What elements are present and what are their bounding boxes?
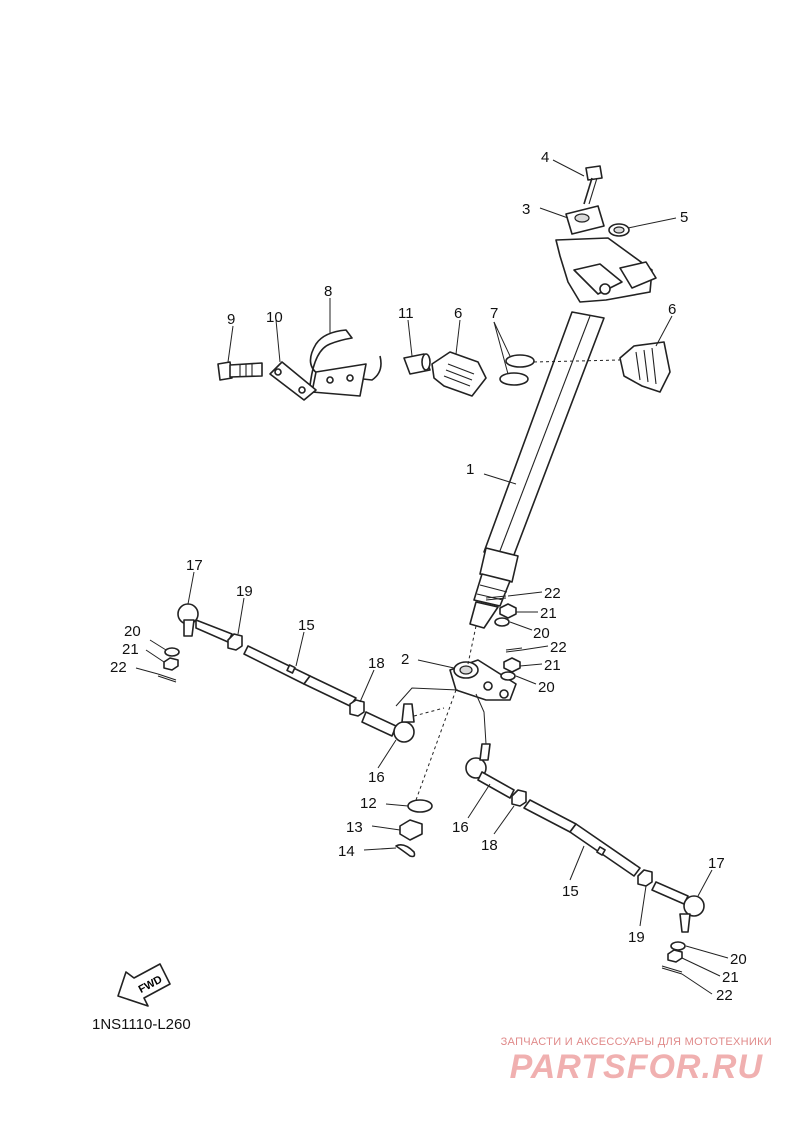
watermark-tagline: ЗАПЧАСТИ И АКСЕССУАРЫ ДЛЯ МОТОТЕХНИКИ bbox=[500, 1036, 772, 1048]
cotter-pin-lower bbox=[395, 844, 416, 858]
callout-17-left: 17 bbox=[186, 557, 203, 574]
diagram-code: 1NS1110-L260 bbox=[92, 1016, 191, 1033]
locknut-left-outer bbox=[227, 633, 243, 651]
callout-7: 7 bbox=[490, 305, 498, 322]
assembly-line-nut bbox=[415, 689, 457, 801]
cotter-pin-right-outer bbox=[661, 965, 683, 975]
washer-left-outer bbox=[164, 647, 180, 657]
nut-left-outer bbox=[163, 657, 179, 671]
callout-16-left: 16 bbox=[368, 769, 385, 786]
washer-upper-1 bbox=[494, 617, 510, 627]
callout-18-right: 18 bbox=[481, 837, 498, 854]
callout-21-left: 21 bbox=[122, 641, 139, 658]
fwd-arrow-icon: FWD bbox=[117, 963, 171, 1007]
callout-21-upper: 21 bbox=[540, 605, 557, 622]
callout-6-right: 6 bbox=[668, 301, 676, 318]
callout-21-middle: 21 bbox=[544, 657, 561, 674]
callout-22-right: 22 bbox=[716, 987, 733, 1004]
callout-17-right: 17 bbox=[708, 855, 725, 872]
assembly-line-left-end bbox=[413, 707, 445, 717]
callout-20-middle: 20 bbox=[538, 679, 555, 696]
locknut-left-inner bbox=[349, 699, 365, 717]
callout-labels: 1 2 3 4 5 6 6 7 8 9 10 11 12 13 14 15 15… bbox=[110, 149, 747, 1004]
washer-right-outer bbox=[670, 941, 686, 951]
washer-lower bbox=[407, 799, 433, 813]
holder-bolt bbox=[217, 361, 263, 381]
callout-19-left: 19 bbox=[236, 583, 253, 600]
leader-lines bbox=[135, 159, 729, 995]
spring-clip bbox=[309, 329, 382, 397]
tie-rod-left bbox=[243, 645, 357, 707]
callout-9: 9 bbox=[227, 311, 235, 328]
upper-clamp bbox=[565, 205, 605, 235]
nut-upper-2 bbox=[503, 657, 521, 673]
callout-12: 12 bbox=[360, 795, 377, 812]
clamp-bolt bbox=[583, 165, 603, 205]
callout-20-left: 20 bbox=[124, 623, 141, 640]
link-line-right bbox=[475, 693, 487, 745]
link-line-left bbox=[395, 687, 459, 707]
callout-22-middle: 22 bbox=[550, 639, 567, 656]
callout-2: 2 bbox=[401, 651, 409, 668]
watermark: ЗАПЧАСТИ И АКСЕССУАРЫ ДЛЯ МОТОТЕХНИКИ PA… bbox=[501, 1036, 772, 1087]
tie-rod-right bbox=[523, 799, 641, 877]
callout-3: 3 bbox=[522, 201, 530, 218]
callout-13: 13 bbox=[346, 819, 363, 836]
callout-11: 11 bbox=[398, 305, 414, 322]
callout-21-right: 21 bbox=[722, 969, 739, 986]
callout-5: 5 bbox=[680, 209, 688, 226]
nut-lower bbox=[399, 819, 423, 841]
pitman-arm bbox=[449, 659, 517, 701]
holder-right bbox=[619, 341, 671, 393]
collar bbox=[403, 353, 431, 375]
locknut-right-inner bbox=[511, 789, 527, 807]
plate bbox=[269, 361, 317, 401]
tie-rod-end-left-outer bbox=[177, 603, 233, 643]
callout-10: 10 bbox=[266, 309, 283, 326]
callout-22-left: 22 bbox=[110, 659, 127, 676]
callout-20-right: 20 bbox=[730, 951, 747, 968]
tie-rod-end-right-inner bbox=[465, 743, 515, 799]
bolt-collar bbox=[608, 223, 630, 237]
tie-rod-end-right-outer bbox=[651, 881, 705, 933]
callout-14: 14 bbox=[338, 843, 355, 860]
callout-18-left: 18 bbox=[368, 655, 385, 672]
callout-4: 4 bbox=[541, 149, 549, 166]
bushings bbox=[499, 354, 535, 386]
locknut-right-outer bbox=[637, 869, 653, 887]
nut-upper-1 bbox=[499, 603, 517, 619]
callout-22-upper: 22 bbox=[544, 585, 561, 602]
callout-15-left: 15 bbox=[298, 617, 315, 634]
tie-rod-end-left-inner bbox=[361, 703, 415, 743]
callout-6-left: 6 bbox=[454, 305, 462, 322]
watermark-logo: PARTSFOR.RU bbox=[509, 1048, 764, 1086]
callout-20-upper: 20 bbox=[533, 625, 550, 642]
washer-upper-2 bbox=[500, 671, 516, 681]
callout-16-right: 16 bbox=[452, 819, 469, 836]
callout-1: 1 bbox=[466, 461, 474, 478]
steering-column bbox=[469, 237, 657, 629]
nut-right-outer bbox=[667, 949, 683, 963]
cotter-pin-upper-1 bbox=[485, 595, 507, 601]
callout-15-right: 15 bbox=[562, 883, 579, 900]
callout-8: 8 bbox=[324, 283, 332, 300]
assembly-line-holder bbox=[533, 359, 621, 363]
cotter-pin-upper-2 bbox=[505, 647, 523, 653]
assembly-line-column bbox=[467, 625, 477, 665]
cotter-pin-left-outer bbox=[157, 673, 177, 683]
callout-19-right: 19 bbox=[628, 929, 645, 946]
holder-left bbox=[431, 351, 487, 397]
